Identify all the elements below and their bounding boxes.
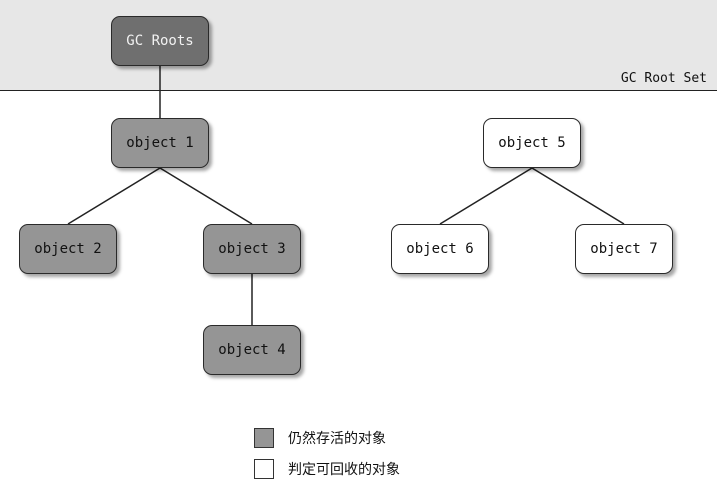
legend-label-collectable: 判定可回收的对象 [288, 462, 400, 478]
gc-root-set-label: GC Root Set [620, 71, 707, 86]
edge-object-5-to-object-7 [531, 167, 625, 225]
gc-roots-node: GC Roots [111, 16, 209, 66]
edge-object-5-to-object-6 [439, 167, 533, 225]
legend-item-alive: 仍然存活的对象 [254, 428, 386, 448]
legend-item-collectable: 判定可回收的对象 [254, 459, 400, 479]
object-6-node: object 6 [391, 224, 489, 274]
legend-label-alive: 仍然存活的对象 [288, 431, 386, 447]
legend-swatch-alive [254, 428, 274, 448]
object-2-node: object 2 [19, 224, 117, 274]
object-3-node: object 3 [203, 224, 301, 274]
edge-object-1-to-object-3 [159, 167, 253, 225]
object-1-node: object 1 [111, 118, 209, 168]
legend-swatch-collectable [254, 459, 274, 479]
edge-object-1-to-object-2 [67, 167, 161, 225]
object-5-node: object 5 [483, 118, 581, 168]
object-4-node: object 4 [203, 325, 301, 375]
object-7-node: object 7 [575, 224, 673, 274]
